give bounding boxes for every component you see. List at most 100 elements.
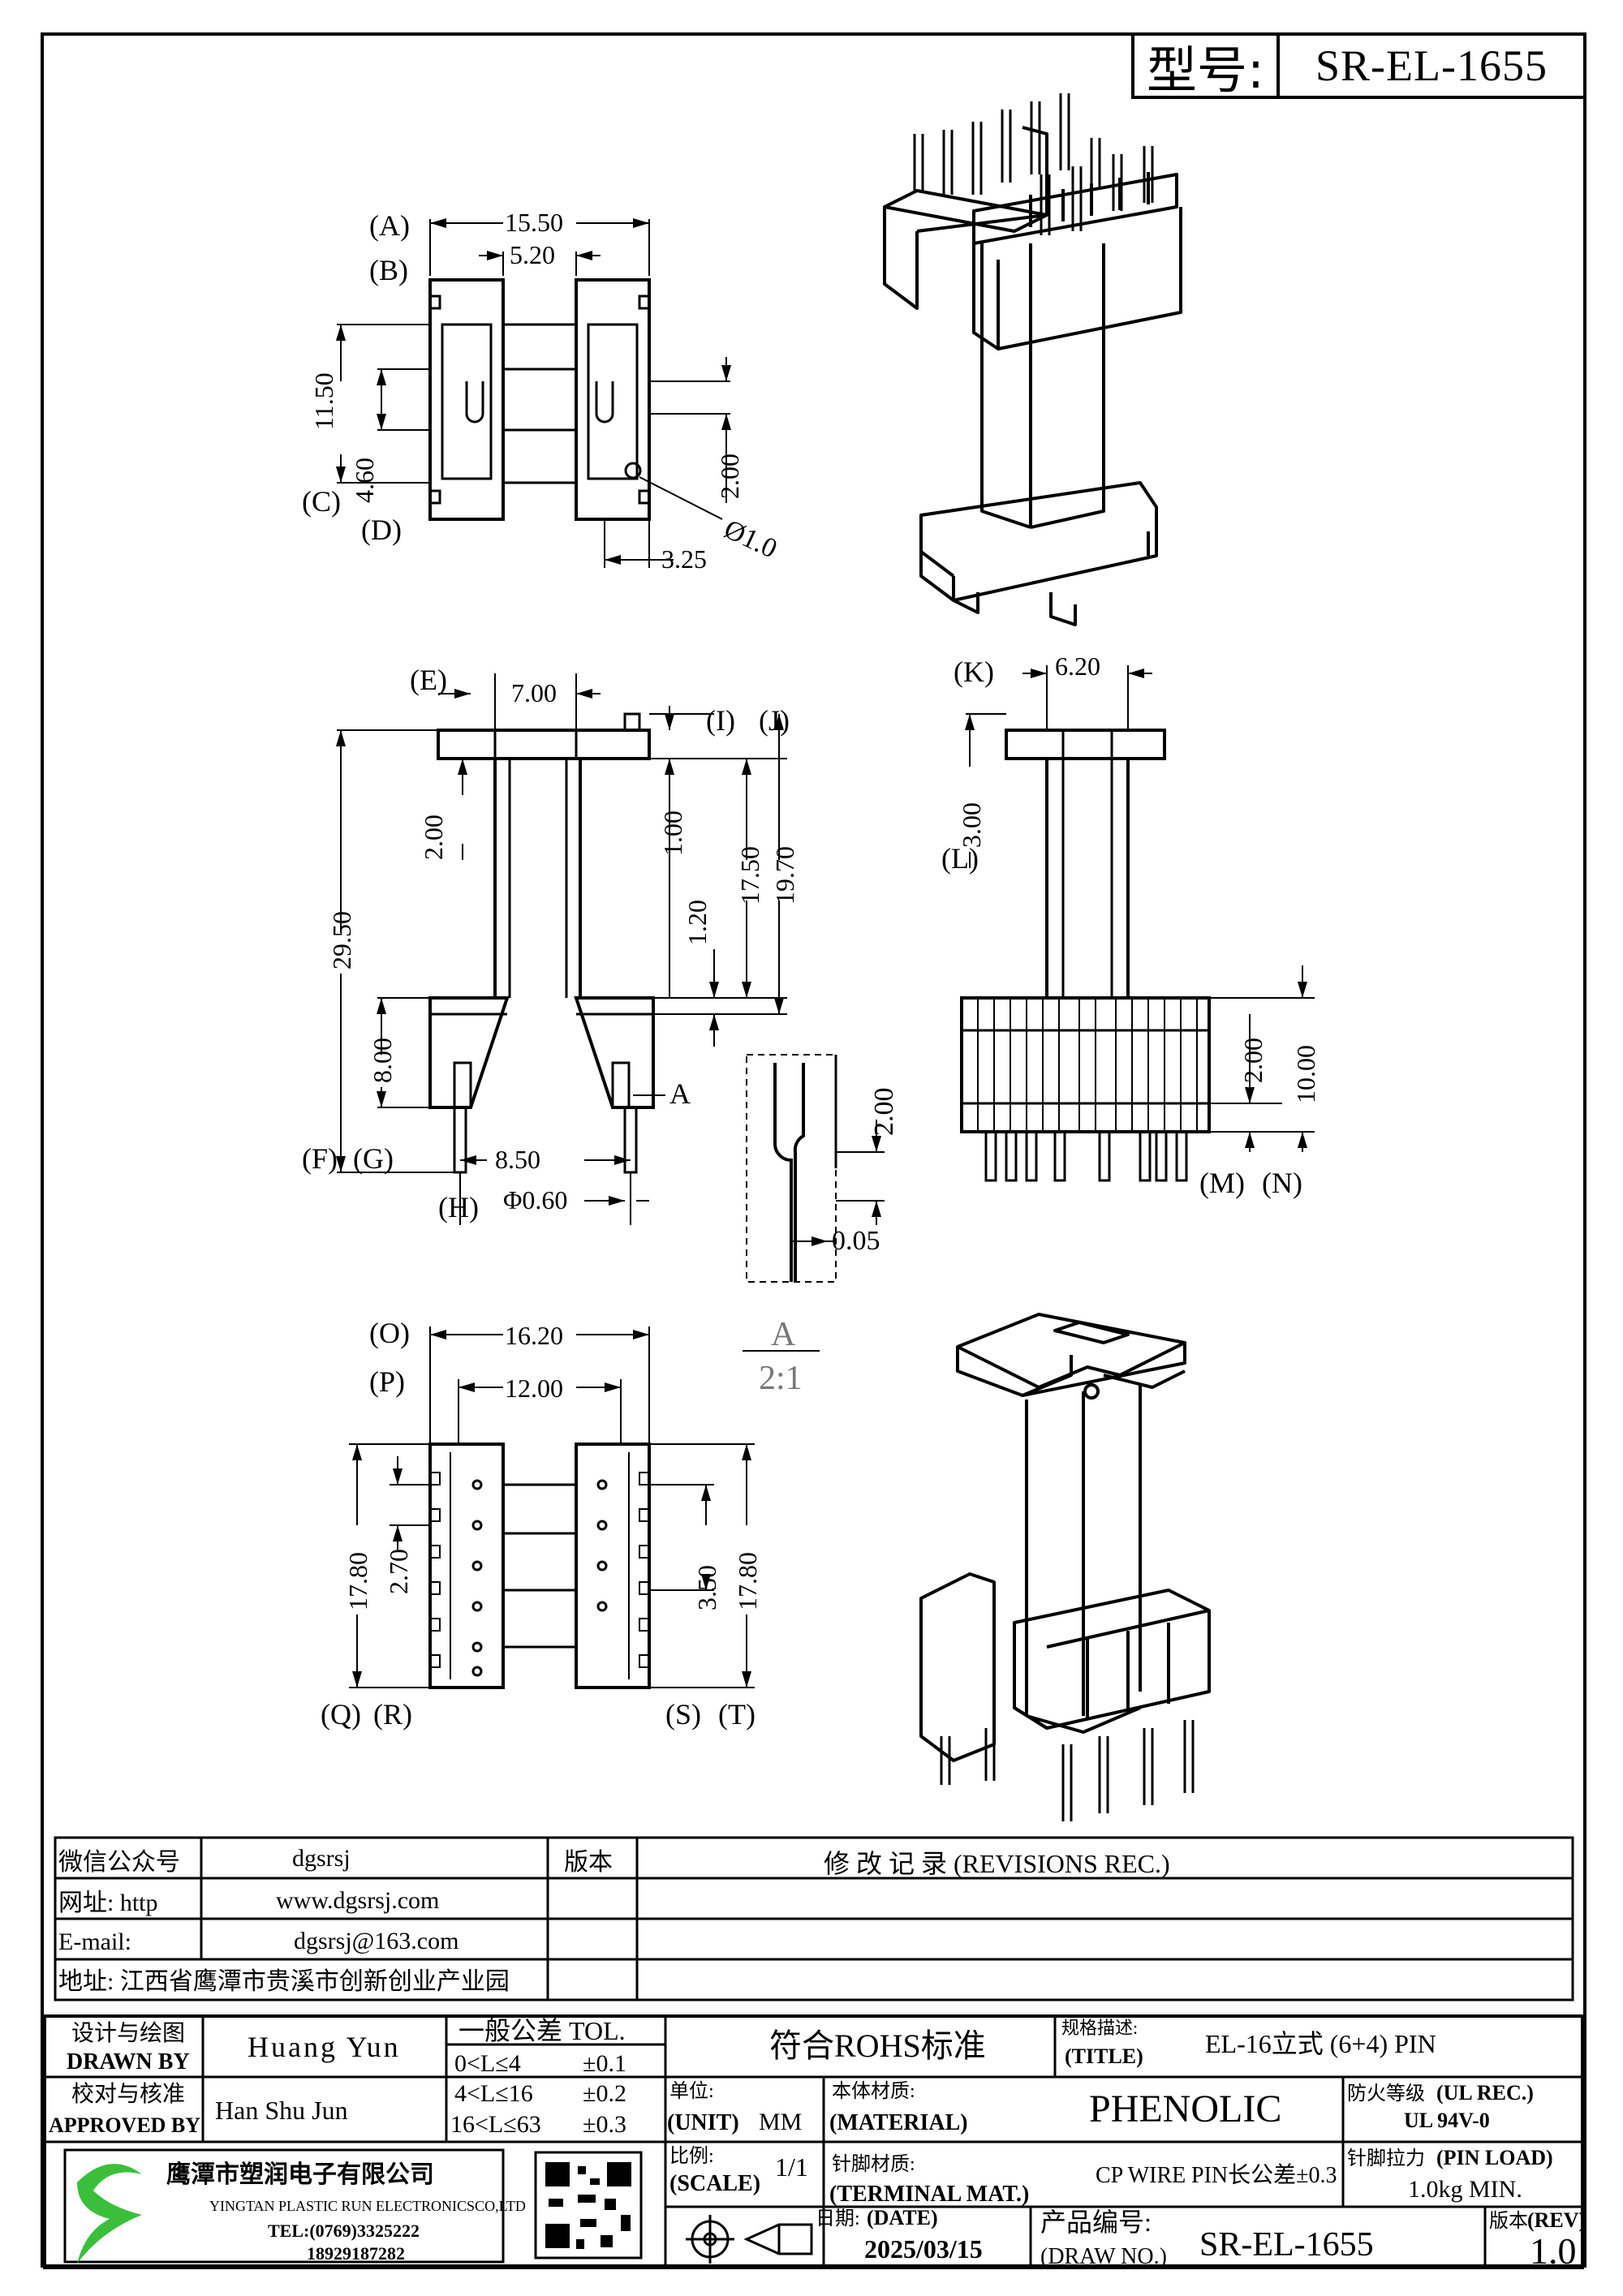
dim-2-00-top: 2.00 [715,454,744,499]
rev-en: (REV) [1527,2208,1586,2232]
label-l: (L) [941,842,979,875]
title-block [43,2014,1584,2269]
unit-cn: 单位: [669,2080,714,2102]
label-f: (F) [302,1142,338,1175]
dim-1-00: 1.00 [658,810,687,856]
drawn-by-cn: 设计与绘图 [71,2020,185,2046]
dim-0-05: 0.05 [832,1226,880,1256]
label-j: (J) [759,704,790,737]
company-logo [77,2164,142,2264]
draw-no-value: SR-EL-1655 [1199,2226,1374,2264]
dim-8-50: 8.50 [495,1145,540,1174]
wechat-value: dgsrsj [292,1845,351,1872]
dim-2-70: 2.70 [384,1549,413,1594]
address-text: 地址: 江西省鹰潭市贵溪市创新创业产业园 [58,1968,510,1995]
dim-17-80-left: 17.80 [343,1552,372,1610]
ul-cn: 防火等级 [1347,2083,1425,2105]
label-h: (H) [438,1191,479,1223]
label-c: (C) [302,485,341,518]
email-value: dgsrsj@163.com [294,1928,458,1954]
label-g: (G) [353,1142,394,1175]
website-label: 网址: http [58,1890,158,1916]
detail-callout-a: A [669,1077,691,1110]
company-name-en: YINGTAN PLASTIC RUN ELECTRONICSCO,LTD [209,2198,526,2214]
rev-value: 1.0 [1530,2230,1577,2272]
dim-11-50: 11.50 [309,372,338,430]
detail-title-scale: 2:1 [759,1360,803,1397]
ul-value: UL 94V-0 [1404,2109,1490,2132]
isometric-view-top [883,93,1182,626]
detail-title-letter: A [771,1316,796,1353]
dim-5-20: 5.20 [510,240,555,269]
title-value: EL-16立式 (6+4) PIN [1205,2029,1436,2058]
scale-en: (SCALE) [669,2171,760,2196]
tol-range-2: 4<L≤16 [454,2080,533,2107]
tolerance-title: 一般公差 TOL. [458,2016,626,2045]
label-i: (I) [706,704,735,737]
bottom-view [349,1326,755,1689]
website-value: www.dgsrsj.com [276,1887,439,1914]
tol-value-2: ±0.2 [583,2080,626,2107]
label-q: (Q) [321,1698,361,1731]
approved-by-cn: 校对与核准 [71,2081,185,2107]
model-label: 型号: [1134,36,1280,100]
draw-no-en: (DRAW NO.) [1040,2244,1167,2269]
label-s: (S) [665,1698,701,1731]
dim-6-20: 6.20 [1055,651,1100,681]
tol-range-3: 16<L≤63 [450,2111,541,2138]
dim-7-00: 7.00 [511,678,557,707]
label-k: (K) [954,656,994,688]
dim-8-00: 8.00 [368,1038,397,1083]
scale-value: 1/1 [775,2152,808,2182]
label-n: (N) [1262,1167,1302,1199]
tol-value-1: ±0.1 [583,2050,626,2077]
pin-length-tolerance: PIN长公差±0.3 [1191,2162,1337,2188]
dim-10-00: 10.00 [1291,1045,1320,1103]
detail-a-view [743,1054,885,1352]
terminal-cn: 针脚材质: [832,2153,915,2175]
dim-hole-dia: Ø1.0 [720,514,781,565]
model-value: SR-EL-1655 [1315,41,1548,90]
pin-load-cn: 针脚拉力 [1347,2148,1425,2169]
wechat-label: 微信公众号 [58,1849,180,1876]
date-en: (DATE) [867,2206,938,2229]
info-table [54,1836,1574,2001]
rohs-compliance: 符合ROHS标准 [769,2027,986,2064]
ul-en: (UL REC.) [1436,2081,1534,2105]
model-title-box: 型号: SR-EL-1655 [1131,32,1586,100]
unit-en: (UNIT) [667,2110,739,2135]
tol-range-1: 0<L≤4 [454,2050,521,2077]
dim-12-00: 12.00 [505,1374,563,1403]
revision-title: 修 改 记 录 (REVISIONS REC.) [824,1849,1170,1878]
drawn-by-name: Huang Yun [248,2031,401,2063]
label-m: (M) [1199,1167,1245,1199]
scale-cn: 比例: [669,2145,714,2167]
draw-no-cn: 产品编号: [1040,2208,1152,2237]
label-d: (D) [361,514,402,546]
unit-value: MM [759,2109,802,2135]
company-name-cn: 鹰潭市塑润电子有限公司 [166,2161,434,2188]
material-en: (MATERIAL) [829,2110,968,2135]
dim-3-00: 3.00 [957,802,986,848]
date-value: 2025/03/15 [864,2234,983,2264]
dim-19-70: 19.70 [770,846,799,905]
dim-2-00-side: 2.00 [1238,1038,1268,1083]
terminal-en: (TERMINAL MAT.) [829,2182,1029,2207]
email-label: E-mail: [58,1928,131,1955]
terminal-value: CP WIRE [1096,2163,1186,2188]
qr-code [545,2162,631,2249]
label-a: (A) [369,209,410,242]
label-p: (P) [369,1365,405,1398]
dim-17-80-right: 17.80 [733,1552,762,1610]
title-cn: 规格描述: [1061,2018,1138,2038]
tol-value-3: ±0.3 [583,2111,626,2138]
side-view [960,665,1315,1182]
top-view [336,218,731,568]
dim-4-60: 4.60 [350,458,379,503]
label-o: (O) [369,1317,410,1349]
revision-column-label: 版本 [564,1849,613,1876]
approved-by-en: APPROVED BY [49,2113,200,2137]
dim-3-50: 3.50 [692,1565,721,1610]
date-cn: 日期: [816,2208,860,2229]
